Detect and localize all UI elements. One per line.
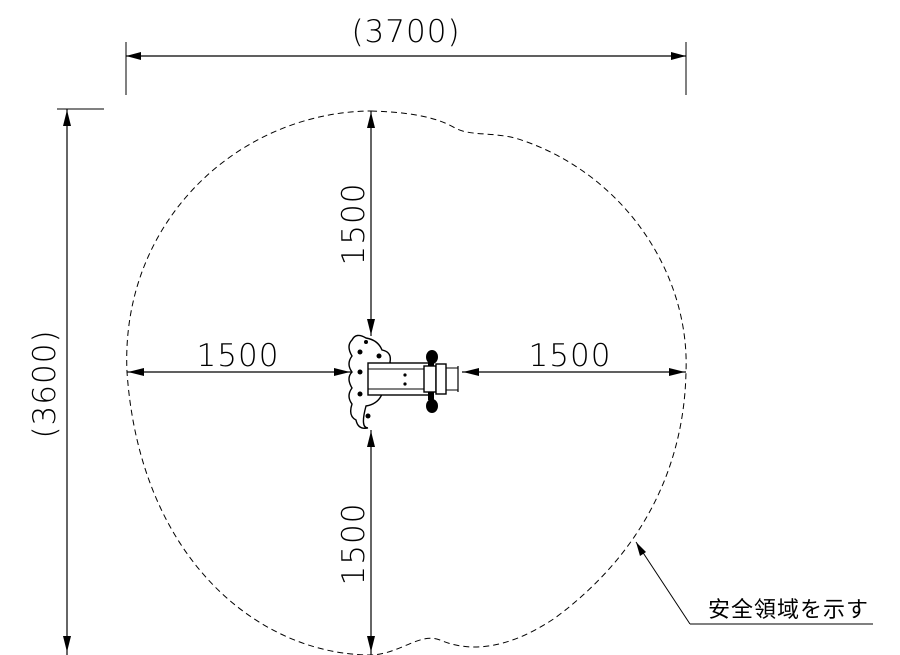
left-clearance-label: 1500	[197, 338, 280, 374]
overall-width-dimension: (3700)	[125, 14, 687, 95]
horizontal-clearance-lines	[127, 368, 686, 376]
safety-zone-note: 安全領域を示す	[708, 598, 869, 623]
bottom-clearance-label: 1500	[336, 503, 372, 586]
top-clearance-label: 1500	[336, 183, 372, 266]
right-clearance-label: 1500	[529, 338, 612, 374]
safety-zone-leader	[635, 541, 873, 625]
overall-height-label: (3600)	[27, 329, 63, 438]
vertical-clearance-lines	[367, 111, 375, 655]
overall-width-label: (3700)	[351, 14, 460, 50]
equipment-top-view	[348, 334, 459, 430]
safety-zone-boundary	[126, 110, 687, 655]
overall-height-dimension: (3600)	[27, 108, 104, 655]
